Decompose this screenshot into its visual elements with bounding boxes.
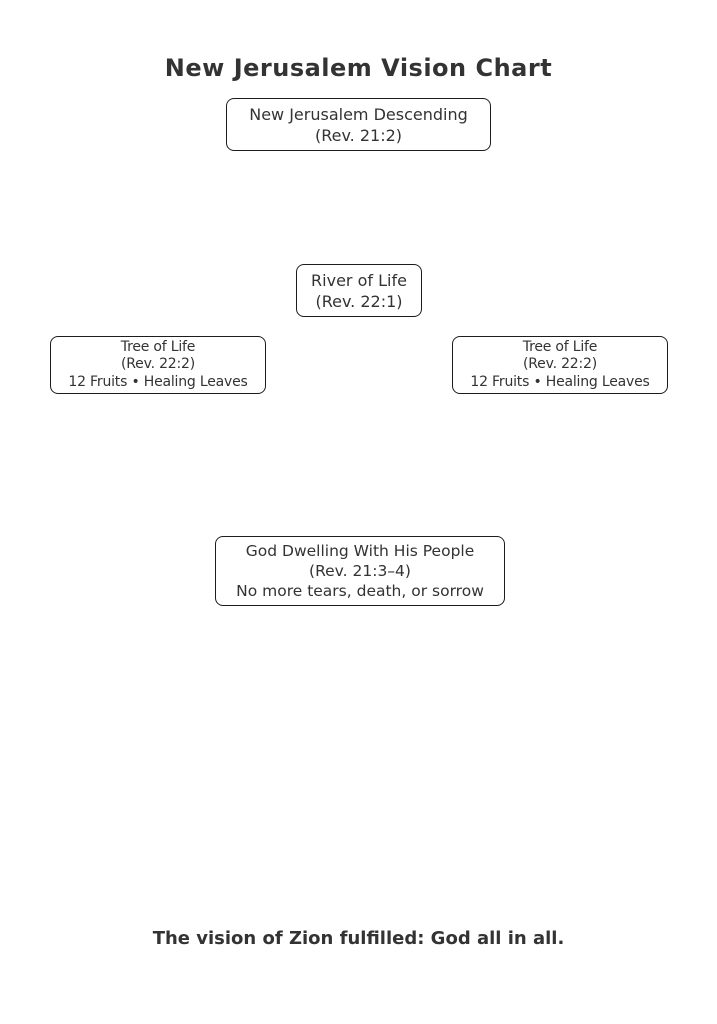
node-detail-line: 12 Fruits • Healing Leaves [470,373,650,390]
node-detail-line: 12 Fruits • Healing Leaves [68,373,248,390]
node-tree-of-life-left: Tree of Life (Rev. 22:2) 12 Fruits • Hea… [50,336,266,394]
node-label-line: Tree of Life [522,338,598,355]
node-reference-line: (Rev. 21:2) [314,125,403,145]
node-new-jerusalem-descending: New Jerusalem Descending (Rev. 21:2) [226,98,491,151]
node-label-line: River of Life [311,270,407,290]
node-reference-line: (Rev. 21:3–4) [309,562,411,580]
node-tree-of-life-right: Tree of Life (Rev. 22:2) 12 Fruits • Hea… [452,336,668,394]
node-detail-line: No more tears, death, or sorrow [236,582,484,600]
node-label-line: God Dwelling With His People [245,542,475,560]
chart-title: New Jerusalem Vision Chart [164,54,553,82]
node-reference-line: (Rev. 22:1) [315,291,403,311]
chart-footer-caption: The vision of Zion fulfilled: God all in… [152,928,565,949]
node-reference-line: (Rev. 22:2) [523,356,597,373]
node-label-line: Tree of Life [120,338,196,355]
node-reference-line: (Rev. 22:2) [121,356,195,373]
node-river-of-life: River of Life (Rev. 22:1) [296,264,422,317]
node-god-dwelling-with-his-people: God Dwelling With His People (Rev. 21:3–… [215,536,505,606]
node-label-line: New Jerusalem Descending [249,104,468,124]
